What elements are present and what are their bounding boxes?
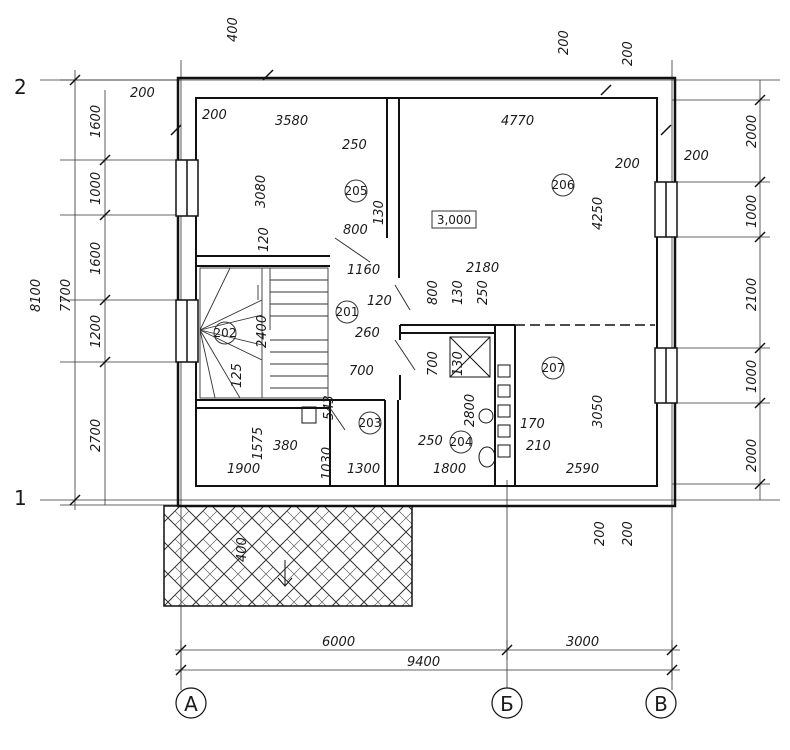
svg-text:200: 200 (202, 108, 227, 123)
svg-text:7700: 7700 (59, 279, 74, 312)
svg-text:200: 200 (684, 149, 709, 164)
svg-text:3080: 3080 (254, 175, 269, 208)
svg-text:1160: 1160 (347, 263, 380, 278)
level-mark: 3,000 (437, 213, 471, 227)
room-markers (213, 173, 575, 454)
svg-text:543: 543 (322, 395, 337, 420)
room-203: 203 (359, 416, 382, 430)
svg-text:800: 800 (343, 223, 368, 238)
room-204: 204 (450, 435, 473, 449)
svg-text:120: 120 (367, 294, 392, 309)
svg-text:2590: 2590 (566, 462, 599, 477)
svg-text:2400: 2400 (255, 315, 270, 348)
svg-text:200: 200 (615, 157, 640, 172)
svg-text:120: 120 (257, 227, 272, 252)
axis-col-b: Б (500, 692, 514, 716)
svg-text:4770: 4770 (501, 114, 534, 129)
svg-text:200: 200 (557, 30, 572, 55)
svg-text:2800: 2800 (463, 394, 478, 427)
svg-text:700: 700 (349, 364, 374, 379)
svg-text:2100: 2100 (745, 278, 760, 311)
svg-text:1600: 1600 (89, 242, 104, 275)
svg-text:250: 250 (342, 138, 367, 153)
room-202: 202 (214, 326, 237, 340)
svg-text:1575: 1575 (251, 427, 266, 460)
svg-text:1000: 1000 (745, 360, 760, 393)
svg-text:250: 250 (418, 434, 443, 449)
svg-text:130: 130 (451, 351, 466, 376)
svg-text:800: 800 (426, 280, 441, 305)
svg-text:1800: 1800 (433, 462, 466, 477)
svg-text:9400: 9400 (407, 655, 440, 670)
windows (175, 159, 678, 404)
svg-text:1900: 1900 (227, 462, 260, 477)
svg-text:1000: 1000 (745, 195, 760, 228)
svg-text:1200: 1200 (89, 315, 104, 348)
outer-walls (176, 76, 677, 508)
dimension-labels-vertical: 400 200 200 3080 4250 130 120 800 130 25… (29, 17, 760, 562)
axis-col-a: А (184, 692, 198, 716)
svg-text:3580: 3580 (275, 114, 308, 129)
inner-walls (196, 98, 516, 486)
entry-arrow (277, 560, 293, 587)
doors (329, 237, 416, 431)
svg-text:1030: 1030 (320, 447, 335, 480)
svg-text:6000: 6000 (322, 635, 355, 650)
svg-text:3050: 3050 (591, 395, 606, 428)
svg-text:2000: 2000 (745, 439, 760, 472)
room-207: 207 (542, 361, 565, 375)
svg-text:130: 130 (451, 280, 466, 305)
bathroom-fixtures (301, 336, 511, 468)
svg-text:250: 250 (476, 280, 491, 305)
svg-text:8100: 8100 (29, 279, 44, 312)
svg-text:400: 400 (226, 17, 241, 42)
svg-text:2000: 2000 (745, 115, 760, 148)
svg-text:700: 700 (426, 351, 441, 376)
axis-row-1: 1 (14, 486, 27, 510)
room-201: 201 (336, 305, 359, 319)
svg-text:200: 200 (130, 86, 155, 101)
room-205: 205 (345, 184, 368, 198)
axis-row-2: 2 (14, 75, 27, 99)
room-206: 206 (552, 178, 575, 192)
svg-text:210: 210 (526, 439, 551, 454)
level-mark-box (431, 210, 477, 229)
axis-circles (175, 687, 677, 719)
svg-text:2700: 2700 (89, 419, 104, 452)
staircase (199, 267, 329, 399)
dimension-labels: 200 200 3580 250 4770 200 200 800 1160 2… (130, 86, 709, 670)
svg-text:200: 200 (621, 521, 636, 546)
svg-text:3000: 3000 (566, 635, 599, 650)
svg-text:200: 200 (621, 41, 636, 66)
svg-text:1300: 1300 (347, 462, 380, 477)
svg-text:1000: 1000 (89, 172, 104, 205)
svg-text:125: 125 (230, 363, 245, 388)
svg-text:260: 260 (355, 326, 380, 341)
svg-text:130: 130 (372, 200, 387, 225)
porch-paving (163, 505, 413, 607)
axis-col-v: В (654, 692, 668, 716)
svg-text:380: 380 (273, 439, 298, 454)
svg-text:1600: 1600 (89, 105, 104, 138)
svg-text:400: 400 (235, 537, 250, 562)
svg-text:200: 200 (593, 521, 608, 546)
svg-text:4250: 4250 (591, 197, 606, 230)
dimension-ticks (69, 69, 766, 676)
svg-text:170: 170 (520, 417, 545, 432)
svg-text:2180: 2180 (466, 261, 499, 276)
